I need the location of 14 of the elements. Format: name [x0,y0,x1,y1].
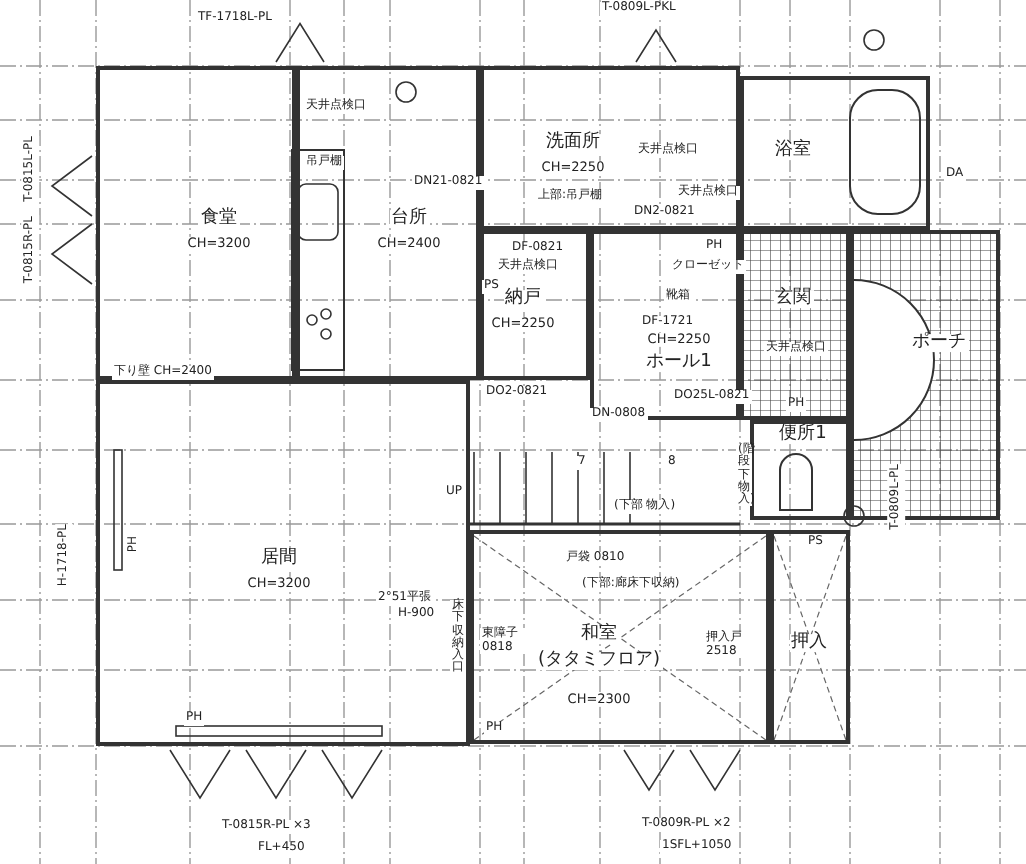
room-name: ホール1 [644,353,714,373]
room-name: 居間 [259,549,299,569]
room-name: 玄関 [773,289,813,309]
room-name: 便所1 [777,425,829,445]
room-name: 和室 [579,625,619,645]
room-outline [770,530,850,744]
room-name: 浴室 [773,141,813,161]
room-outline [740,76,930,230]
room-name: 台所 [389,209,429,229]
room-name: 押入 [789,633,829,653]
room-name: 洗面所 [544,133,602,153]
room-name: (タタミフロア) [535,651,663,671]
room-name: 納戸 [503,289,543,309]
room-name: 食堂 [199,209,239,229]
